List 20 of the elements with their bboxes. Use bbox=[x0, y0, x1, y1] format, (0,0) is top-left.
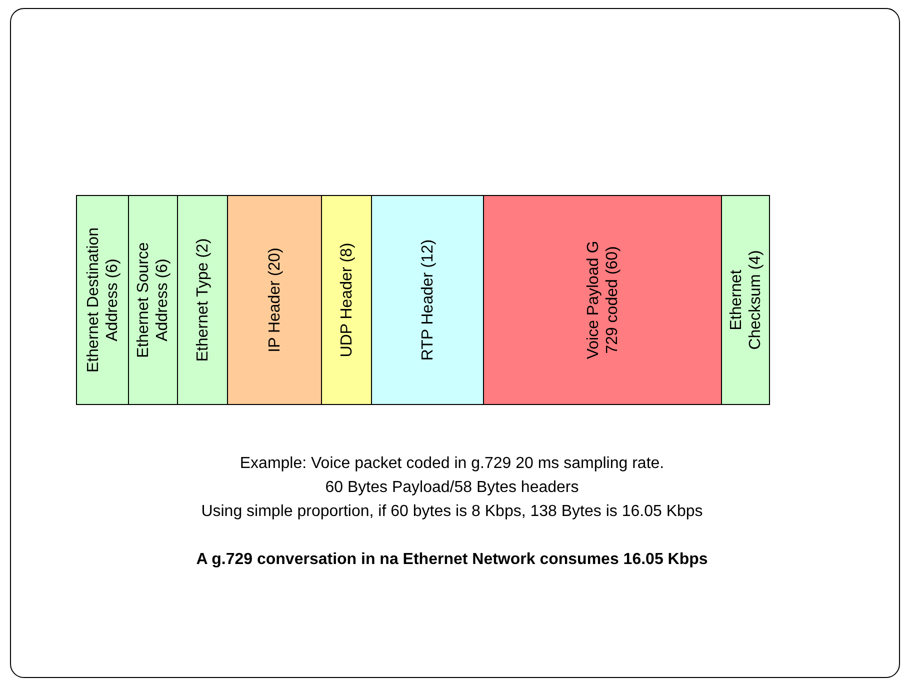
packet-field bbox=[483, 195, 722, 405]
packet-field bbox=[76, 195, 129, 405]
packet-field bbox=[721, 195, 770, 405]
note-text: Using simple proportion, if 60 bytes is 8 Kbps, 138 Bytes is 16.05 Kbps bbox=[201, 503, 703, 521]
packet-field bbox=[227, 195, 322, 405]
field-label: IP Header (20) bbox=[265, 246, 284, 354]
field-label: RTP Header (12) bbox=[418, 238, 437, 363]
field-label: Ethernet Source Address (6) bbox=[134, 241, 172, 360]
field-label: Ethernet Type (2) bbox=[193, 237, 212, 364]
conclusion-text: A g.729 conversation in na Ethernet Network consumes 16.05 Kbps bbox=[196, 551, 708, 569]
note-text: 60 Bytes Payload/58 Bytes headers bbox=[325, 479, 579, 497]
packet-field bbox=[128, 195, 178, 405]
field-label: UDP Header (8) bbox=[337, 242, 356, 360]
field-label: Voice Payload G 729 coded (60) bbox=[584, 240, 622, 362]
field-label: Ethernet Destination Address (6) bbox=[84, 226, 122, 374]
note-text: Example: Voice packet coded in g.729 20 ms sampling rate. bbox=[240, 455, 664, 473]
packet-field bbox=[321, 195, 372, 405]
field-label: Ethernet Checksum (4) bbox=[726, 249, 764, 352]
packet-field bbox=[371, 195, 484, 405]
packet-field bbox=[177, 195, 228, 405]
